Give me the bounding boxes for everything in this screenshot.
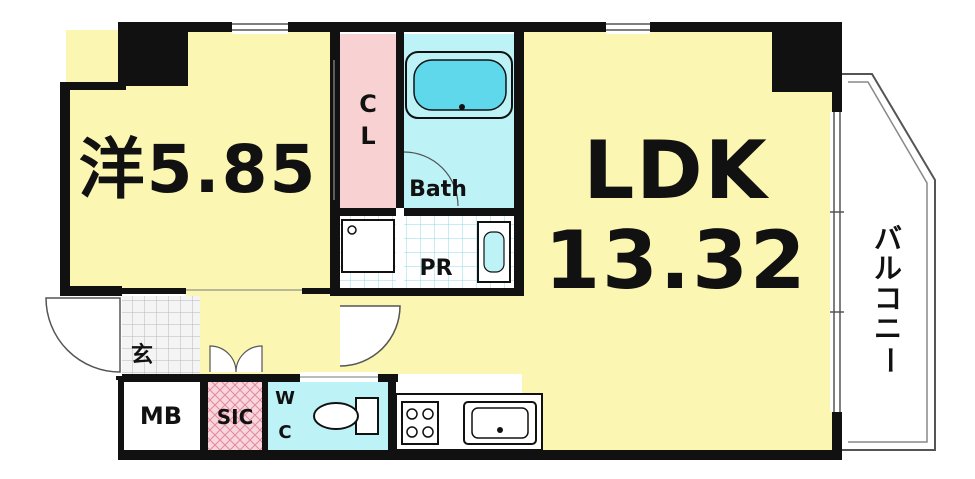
balcony-label-char: バ xyxy=(874,222,902,255)
balcony-label-char: ー xyxy=(873,346,906,374)
meter-box-fill xyxy=(122,380,202,450)
doors xyxy=(45,60,459,382)
western-room-label: 洋5.85 xyxy=(79,131,318,208)
balcony-label: バ ル コ ニ ー xyxy=(873,222,906,374)
washing-machine-pan-icon xyxy=(341,219,395,273)
ldk-label-line2: 13.32 xyxy=(544,214,807,307)
kitchen-sink-icon xyxy=(463,401,537,445)
ldk-fill xyxy=(522,28,842,450)
shoe-closet-label: SIC xyxy=(217,405,254,429)
balcony-label-char: ニ xyxy=(874,312,902,345)
shoe-closet-fill xyxy=(208,380,262,450)
toilet-icon xyxy=(313,397,379,435)
balcony xyxy=(842,73,936,451)
meter-box-label: MB xyxy=(140,402,182,430)
closet-label-line1: C xyxy=(359,90,377,118)
closet-label-line2: L xyxy=(360,122,375,150)
toilet-label-line1: W xyxy=(275,388,295,409)
entrance-fill xyxy=(122,296,200,374)
ldk-label-line1: LDK xyxy=(583,124,769,217)
closet-fill xyxy=(340,34,396,208)
windows xyxy=(232,20,844,412)
balcony-label-char: ル xyxy=(874,252,902,285)
bath-label: Bath xyxy=(409,177,467,202)
gas-stove-icon xyxy=(401,401,439,445)
bathtub-icon xyxy=(405,51,513,119)
western-room-fill xyxy=(66,30,332,288)
toilet-label-line2: C xyxy=(278,422,291,443)
entrance-label: 玄 xyxy=(131,342,153,368)
washbasin-icon xyxy=(477,221,511,283)
balcony-label-char: コ xyxy=(874,282,902,315)
powder-room-label: PR xyxy=(419,256,452,281)
